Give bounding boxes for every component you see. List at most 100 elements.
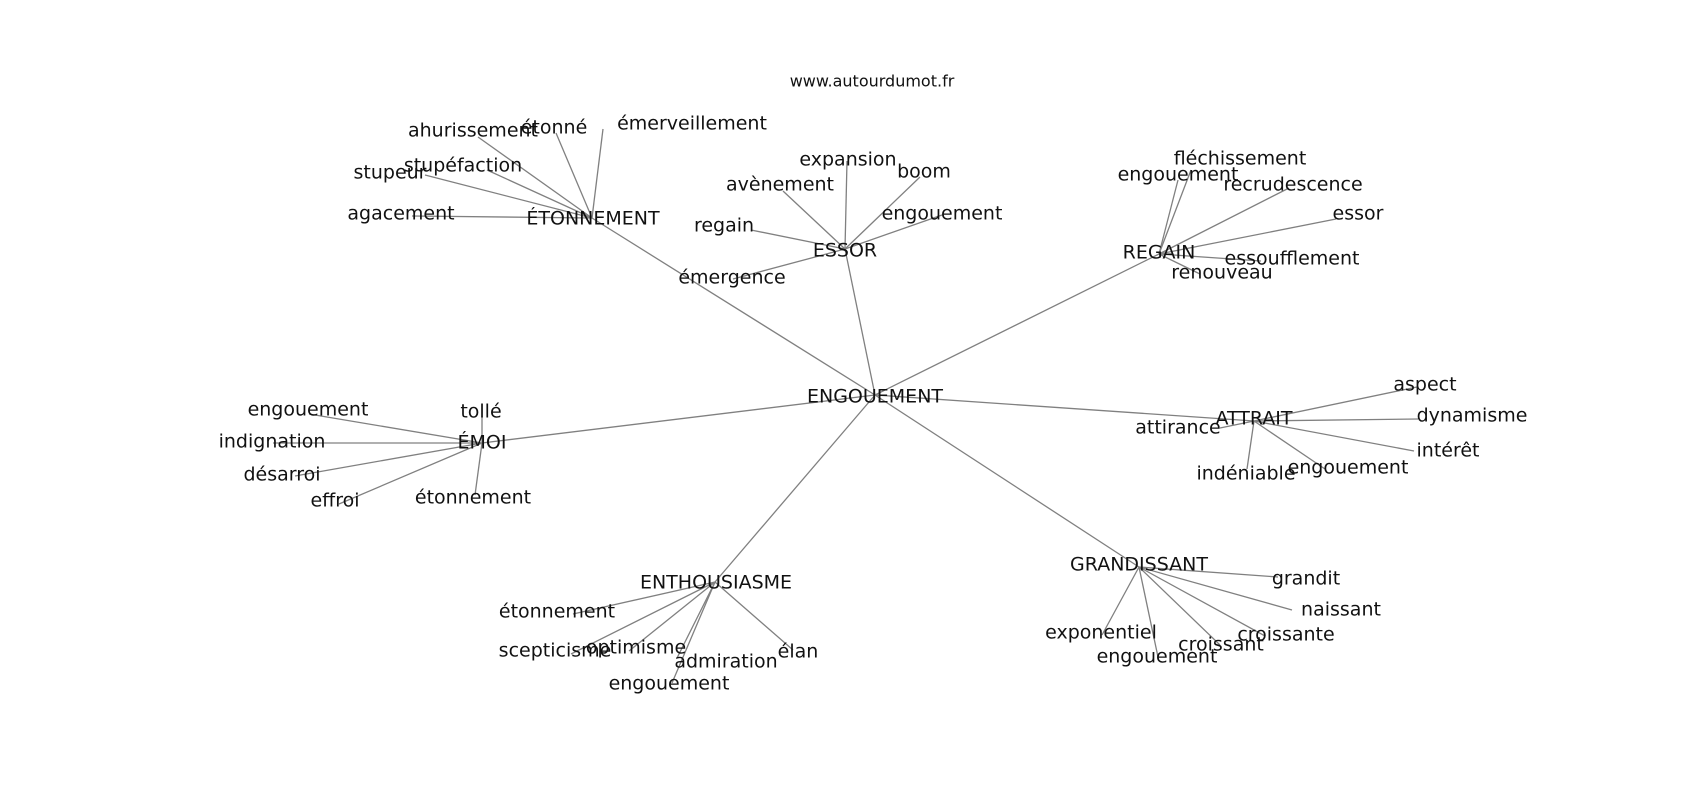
leaf-edge bbox=[338, 442, 483, 505]
leaf-word-label: étonnement bbox=[415, 487, 531, 509]
leaf-word-label: ahurissement bbox=[408, 120, 538, 142]
leaf-edge bbox=[628, 581, 716, 652]
leaf-word-label: boom bbox=[897, 161, 951, 183]
leaf-word-label: essor bbox=[1333, 203, 1384, 225]
leaf-word-label: admiration bbox=[674, 651, 777, 673]
leaf-edge bbox=[1158, 253, 1201, 275]
leaf-edge bbox=[1253, 386, 1418, 422]
leaf-edge bbox=[1253, 420, 1415, 452]
leaf-word-label: engouement bbox=[1097, 646, 1218, 668]
leaf-edge bbox=[308, 413, 483, 444]
leaf-edge bbox=[1158, 179, 1179, 255]
leaf-word-label: étonnement bbox=[499, 601, 615, 623]
center-edge bbox=[714, 394, 876, 583]
leaf-word-label: désarroi bbox=[243, 464, 320, 486]
leaf-edge bbox=[844, 160, 848, 250]
leaf-edge bbox=[1246, 420, 1255, 470]
leaf-edge bbox=[782, 190, 846, 250]
center-node-label: ENGOUEMENT bbox=[807, 386, 943, 408]
leaf-word-label: naissant bbox=[1301, 599, 1381, 621]
leaf-word-label: étonné bbox=[521, 117, 588, 139]
leaf-edge bbox=[570, 581, 716, 655]
leaf-edge bbox=[1253, 420, 1326, 470]
leaf-word-label: optimisme bbox=[586, 637, 686, 659]
leaf-word-label: émergence bbox=[678, 267, 785, 289]
leaf-edge bbox=[1158, 218, 1337, 255]
center-edge bbox=[481, 394, 876, 444]
leaf-word-label: grandit bbox=[1272, 568, 1340, 590]
leaf-word-label: scepticisme bbox=[499, 640, 612, 662]
leaf-word-label: croissante bbox=[1237, 624, 1334, 646]
leaf-edge bbox=[1138, 566, 1221, 646]
cluster-node-label: ÉTONNEMENT bbox=[526, 207, 660, 230]
cluster-node-label: ENTHOUSIASME bbox=[640, 572, 792, 594]
leaf-edge bbox=[732, 248, 846, 280]
center-edge bbox=[591, 217, 876, 396]
center-edge bbox=[874, 253, 1160, 396]
leaf-edge bbox=[844, 176, 921, 250]
leaf-word-label: attirance bbox=[1135, 417, 1220, 439]
leaf-edge bbox=[1253, 418, 1419, 422]
center-edge bbox=[844, 248, 876, 396]
leaf-edge bbox=[1158, 169, 1192, 255]
leaf-edge bbox=[424, 174, 593, 219]
leaf-word-label: stupéfaction bbox=[404, 155, 522, 177]
leaf-edge bbox=[676, 581, 716, 659]
leaf-word-label: regain bbox=[694, 215, 754, 237]
leaf-edge bbox=[1138, 566, 1279, 578]
leaf-word-label: émerveillement bbox=[617, 113, 767, 135]
leaf-word-label: engouement bbox=[882, 203, 1003, 225]
leaf-word-label: engouement bbox=[1118, 164, 1239, 186]
leaf-word-label: élan bbox=[778, 641, 819, 663]
leaf-word-label: intérêt bbox=[1417, 440, 1480, 462]
leaf-word-label: renouveau bbox=[1171, 262, 1272, 284]
center-edge bbox=[874, 394, 1140, 568]
center-edge bbox=[874, 394, 1255, 422]
leaf-word-label: indignation bbox=[219, 431, 326, 453]
leaf-edge bbox=[1158, 253, 1262, 262]
leaf-edge bbox=[411, 215, 593, 219]
leaf-edge bbox=[486, 169, 593, 219]
leaf-edge bbox=[591, 128, 604, 219]
cluster-node-label: ÉMOI bbox=[458, 431, 507, 454]
leaf-word-label: effroi bbox=[310, 490, 359, 512]
leaf-edge bbox=[671, 581, 716, 684]
cluster-node-label: ATTRAIT bbox=[1215, 408, 1292, 430]
graph-edges bbox=[273, 128, 1419, 684]
leaf-word-label: engouement bbox=[1288, 457, 1409, 479]
leaf-edge bbox=[1219, 420, 1255, 429]
leaf-word-label: stupeur bbox=[354, 162, 427, 184]
site-url: www.autourdumot.fr bbox=[790, 72, 955, 91]
leaf-word-label: dynamisme bbox=[1417, 405, 1528, 427]
leaf-edge bbox=[477, 136, 593, 219]
leaf-edge bbox=[1138, 566, 1266, 637]
leaf-edge bbox=[1158, 187, 1290, 255]
leaf-edge bbox=[1138, 566, 1159, 658]
cluster-node-label: ESSOR bbox=[813, 240, 877, 262]
leaf-word-label: recrudescence bbox=[1223, 174, 1362, 196]
cluster-node-label: GRANDISSANT bbox=[1070, 554, 1208, 576]
leaf-edge bbox=[1101, 566, 1140, 636]
leaf-word-label: fléchissement bbox=[1174, 148, 1307, 170]
leaf-edge bbox=[294, 442, 483, 477]
leaf-edge bbox=[1138, 566, 1293, 611]
leaf-word-label: essoufflement bbox=[1225, 248, 1360, 270]
leaf-word-label: indéniable bbox=[1196, 463, 1295, 485]
leaf-edge bbox=[750, 229, 846, 250]
leaf-word-label: expansion bbox=[799, 149, 896, 171]
leaf-word-label: croissant bbox=[1178, 634, 1264, 656]
leaf-edge bbox=[714, 581, 794, 651]
leaf-word-label: engouement bbox=[248, 399, 369, 421]
leaf-edge bbox=[572, 581, 716, 615]
cluster-node-label: REGAIN bbox=[1123, 242, 1196, 264]
leaf-edge bbox=[844, 214, 943, 250]
leaf-edge bbox=[474, 442, 483, 496]
leaf-word-label: avènement bbox=[726, 174, 834, 196]
leaf-edge bbox=[555, 132, 593, 219]
leaf-word-label: tollé bbox=[460, 401, 501, 423]
leaf-word-label: exponentiel bbox=[1045, 622, 1157, 644]
leaf-word-label: aspect bbox=[1393, 374, 1456, 396]
leaf-word-label: agacement bbox=[347, 203, 454, 225]
